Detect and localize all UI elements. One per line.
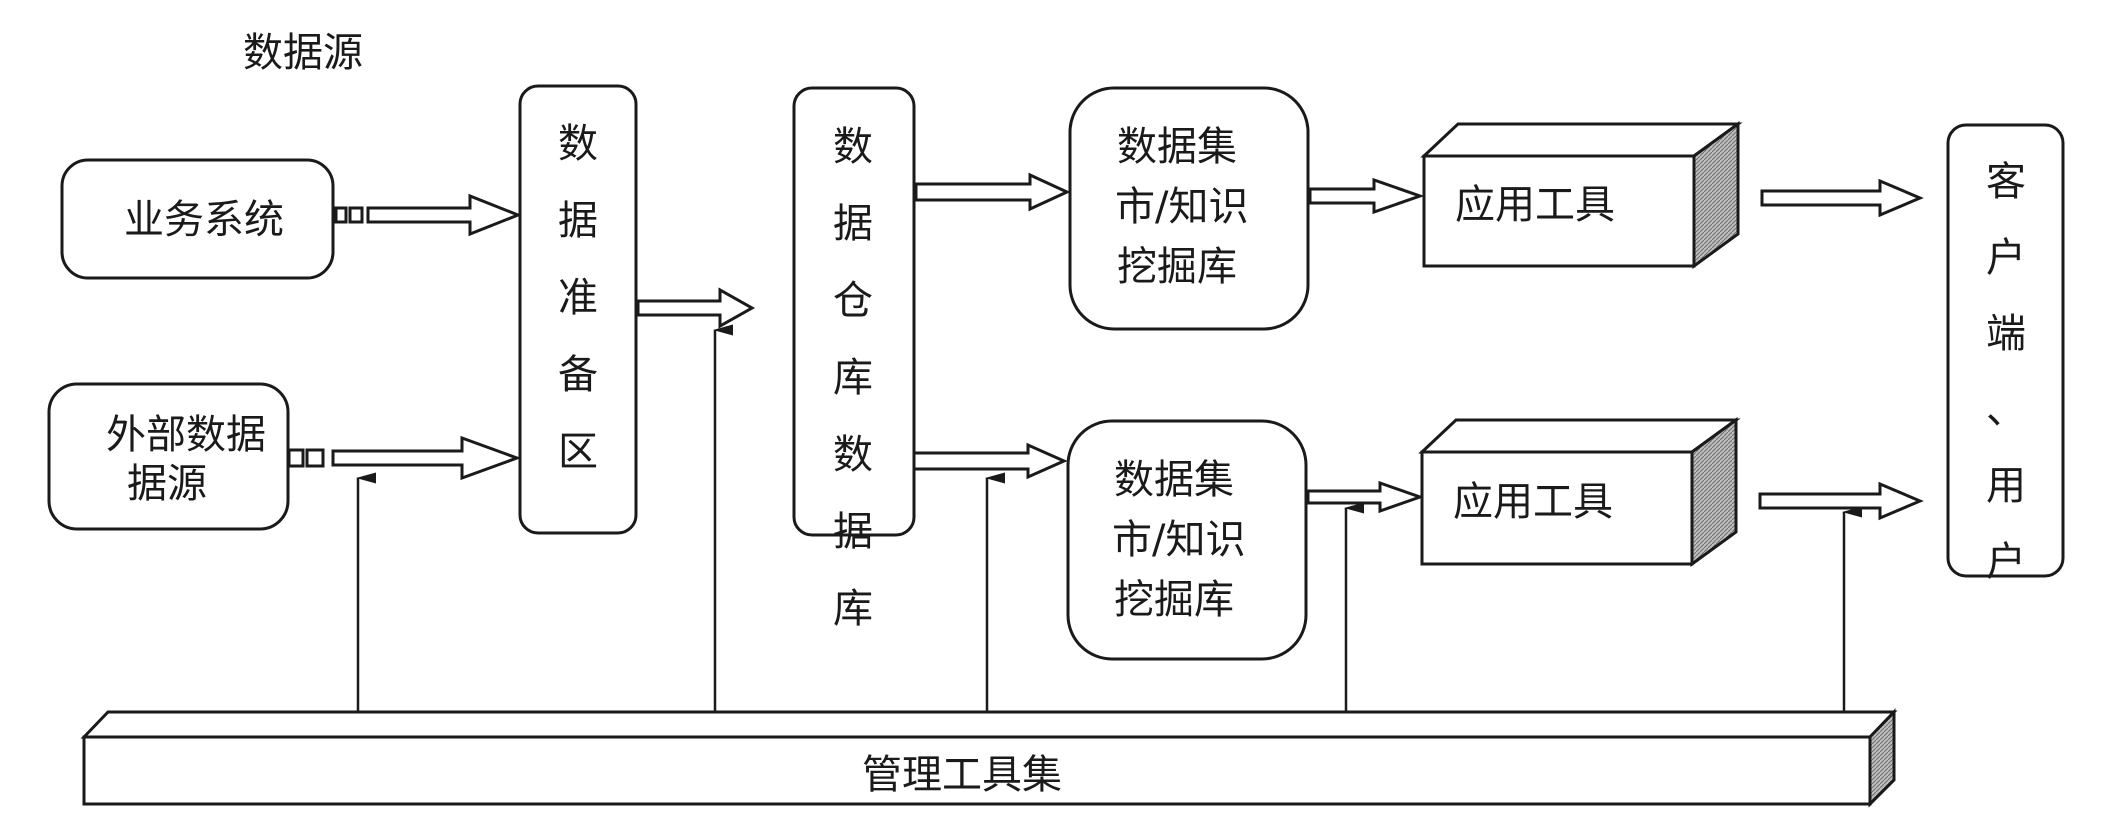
warehouse-db-char: 据: [833, 201, 873, 247]
staging-to-warehouse-arrow: [636, 287, 756, 329]
warehouse-db-char: 库: [833, 586, 873, 632]
app-tool-2-label: 应用工具: [1453, 479, 1613, 525]
warehouse-to-mart1-arrow: [914, 172, 1071, 212]
warehouse-db-char: 数: [833, 432, 873, 478]
warehouse-to-mart2-arrow: [912, 442, 1068, 480]
app-tool-1-label: 应用工具: [1455, 182, 1615, 228]
mart2-to-apptool2-arrow: [1306, 480, 1425, 514]
apptool1-to-client-arrow: [1760, 178, 1924, 218]
staging-area-char: 备: [558, 352, 598, 398]
mart1-to-apptool1-arrow: [1308, 177, 1425, 215]
staging-area-char: 准: [558, 275, 598, 321]
staging-area-char: 数: [558, 121, 598, 167]
warehouse-db-char: 据: [833, 509, 873, 555]
business-system-label: 业务系统: [124, 197, 284, 243]
client-user-char: 户: [1986, 539, 2026, 585]
datamart-2-line1: 数据集: [1114, 457, 1234, 503]
warehouse-db-char: 库: [833, 355, 873, 401]
data-source-title: 数据源: [243, 30, 363, 76]
management-tools-bar[interactable]: 管理工具集: [80, 708, 1898, 808]
datamart-1-line2: 市/知识: [1115, 184, 1248, 230]
client-user-char: 端: [1986, 311, 2026, 357]
client-user-node[interactable]: 客户端、用户: [1946, 123, 2065, 585]
datamart-1-line1: 数据集: [1117, 124, 1237, 170]
external-source-node[interactable]: 外部数据 据源: [47, 382, 290, 531]
client-user-char: 用: [1986, 463, 2026, 509]
datamart-2-line3: 挖掘库: [1114, 577, 1234, 623]
management-tools-label: 管理工具集: [862, 752, 1062, 798]
staging-area-char: 据: [558, 198, 598, 244]
datamart-1-line3: 挖掘库: [1117, 244, 1237, 290]
external-source-label-line2: 据源: [127, 461, 207, 507]
datamart-1-node[interactable]: 数据集 市/知识 挖掘库: [1068, 86, 1310, 331]
external-to-staging-arrow: [287, 435, 522, 481]
warehouse-db-char: 仓: [833, 278, 873, 324]
warehouse-db-char: 数: [833, 124, 873, 170]
app-tool-1-node[interactable]: 应用工具: [1420, 121, 1743, 269]
business-to-staging-arrow: [334, 193, 523, 237]
apptool2-to-client-arrow: [1758, 481, 1924, 521]
datamart-2-node[interactable]: 数据集 市/知识 挖掘库: [1066, 419, 1308, 661]
business-system-node[interactable]: 业务系统: [60, 158, 335, 280]
client-user-label: 客户端、用户: [1986, 159, 2026, 585]
external-source-label-line1: 外部数据: [106, 412, 266, 458]
client-user-char: 、: [1986, 387, 2026, 433]
app-tool-2-node[interactable]: 应用工具: [1418, 417, 1741, 567]
client-user-char: 客: [1986, 159, 2026, 205]
staging-area-char: 区: [558, 429, 598, 475]
client-user-char: 户: [1986, 235, 2026, 281]
datamart-2-line2: 市/知识: [1112, 517, 1245, 563]
